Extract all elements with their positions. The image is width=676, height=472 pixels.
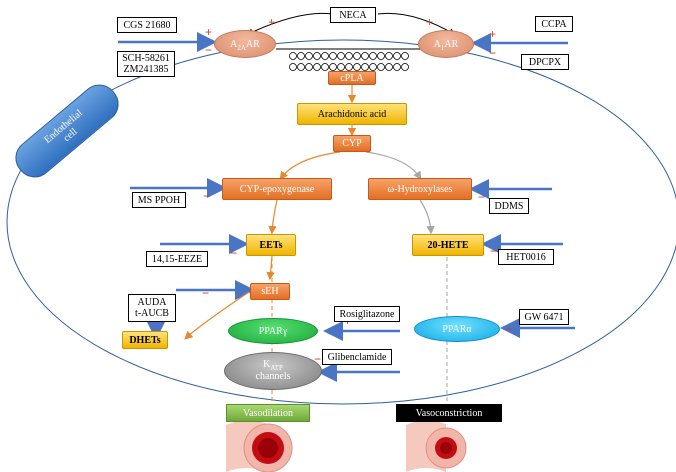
neca-plus-left: + <box>268 15 276 29</box>
het0016-minus: − <box>490 244 498 258</box>
arachidonic-acid-box: Arachidonic acid <box>297 103 407 125</box>
katp-label: KATP <box>263 359 283 372</box>
katp-sub: ATP <box>270 364 283 372</box>
a2a-main: A <box>230 38 238 50</box>
zm241385-text: ZM241385 <box>123 64 169 75</box>
glibenclamide-minus: − <box>314 352 322 366</box>
sch-minus: − <box>205 43 213 57</box>
a2a-label: A2AAR <box>230 38 260 52</box>
ccpa-plus: + <box>489 27 497 41</box>
cgs-plus: + <box>205 25 213 39</box>
membrane-bilayer <box>289 52 409 71</box>
a2a-tail: AR <box>245 38 260 50</box>
cell-membrane <box>6 39 676 405</box>
a1-tail: AR <box>444 38 459 50</box>
seh-minus: − <box>202 286 210 300</box>
dpcpx-minus: − <box>489 46 497 60</box>
ddms-box: DDMS <box>489 198 529 214</box>
a1-main: A <box>433 38 441 50</box>
ddms-minus: − <box>478 190 486 204</box>
a2a-receptor: A2AAR <box>214 30 276 58</box>
sch58261-text: SCH-58261 <box>122 53 170 64</box>
sch-zm-box: SCH-58261 ZM241385 <box>117 51 175 77</box>
vessel-right <box>406 420 467 472</box>
cpla-box: cPLA <box>328 71 376 85</box>
dhets-box: DHETs <box>122 331 168 349</box>
cgs21680-box: CGS 21680 <box>117 17 177 33</box>
katp-tail: channels <box>255 371 291 382</box>
ms-ppoh-box: MS PPOH <box>132 192 186 208</box>
vasoconstriction-box: Vasoconstriction <box>396 404 502 422</box>
a1-sub: 1 <box>440 43 445 52</box>
katp-channels: KATP channels <box>224 352 322 390</box>
neca-box: NECA <box>330 7 376 23</box>
het0016-box: HET0016 <box>498 249 554 265</box>
ms-ppoh-minus: − <box>203 189 211 203</box>
a1-receptor: A1AR <box>418 30 474 58</box>
taucb-text: t-AUCB <box>135 308 169 319</box>
gw6471-box: GW 6471 <box>519 309 569 325</box>
auda-taucb-box: AUDA t-AUCB <box>128 294 176 322</box>
20-hete-box: 20-HETE <box>412 234 484 256</box>
glibenclamide-box: Glibenclamide <box>322 349 392 365</box>
eeze-minus: − <box>230 246 238 260</box>
dpcpx-box: DPCPX <box>521 54 569 70</box>
seh-box: sEH <box>250 283 290 300</box>
auda-text: AUDA <box>137 297 167 308</box>
gw6471-minus: − <box>506 322 514 336</box>
ccpa-box: CCPA <box>535 16 573 32</box>
vasodilation-box: Vasodilation <box>226 404 310 422</box>
eets-box: EETs <box>246 234 296 256</box>
a1-label: A1AR <box>433 38 459 52</box>
a2a-sub: 2A <box>237 43 246 52</box>
vessel-left <box>226 420 293 472</box>
ppar-gamma: PPARγ <box>228 318 318 344</box>
omega-hydroxylases-box: ω-Hydroxylases <box>368 178 472 200</box>
katp-main: K <box>263 359 271 370</box>
cyp-epoxygenase-box: CYP-epoxygenase <box>222 178 332 200</box>
eeze-box: 14,15-EEZE <box>146 251 208 267</box>
neca-plus-right: + <box>426 15 434 29</box>
ppar-alpha: PPARα <box>414 316 500 342</box>
rosiglitazone-box: Rosiglitazone <box>334 306 400 322</box>
cyp-box: CYP <box>333 135 371 152</box>
